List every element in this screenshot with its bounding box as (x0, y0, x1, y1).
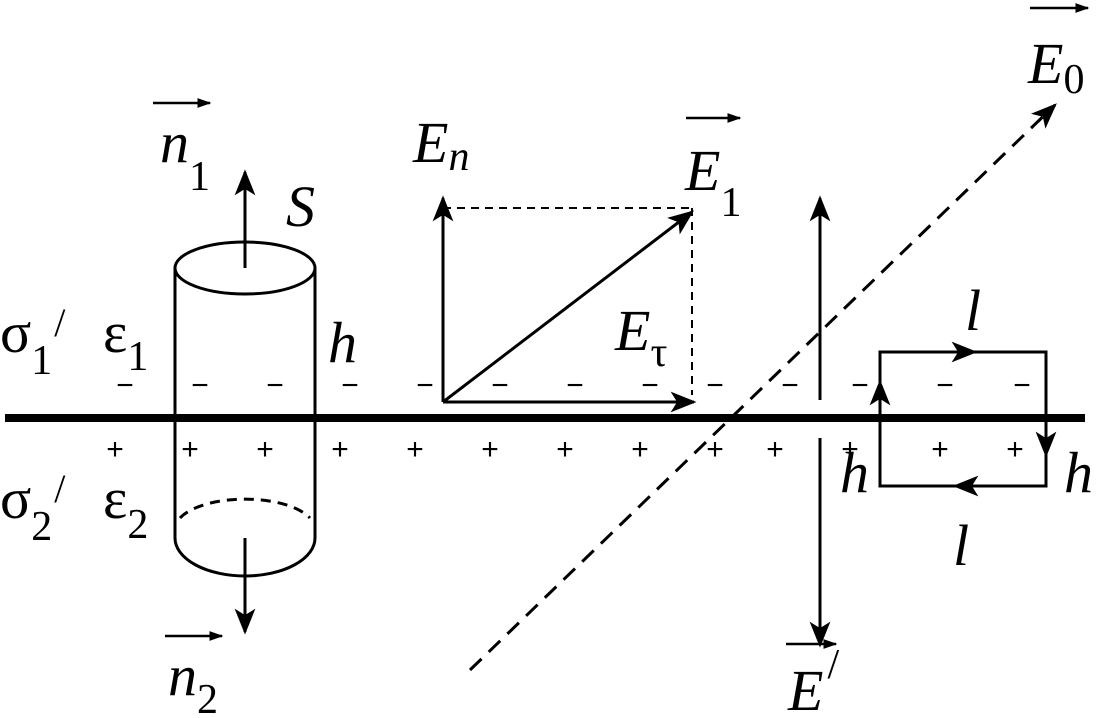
h-cylinder-label: h (328, 310, 357, 375)
plus-sign: + (331, 433, 349, 466)
circulation-loop (869, 341, 1057, 497)
plus-sign: + (406, 433, 424, 466)
plus-sign: + (631, 433, 649, 466)
Eprime-label: E/ (787, 642, 839, 718)
E1-label: E1 (684, 138, 741, 226)
E1-arrow (442, 210, 695, 404)
l-bottom-label: l (953, 513, 969, 578)
minus-sign: − (116, 369, 134, 402)
eps1-label: ε1 (103, 300, 148, 380)
minus-sign: − (781, 369, 799, 402)
plus-sign: + (181, 433, 199, 466)
plus-sign: + (1006, 433, 1024, 466)
plus-sign: + (706, 433, 724, 466)
sigma1-label: σ1/ (0, 300, 66, 384)
positive-charge-row: + + + + + + + + + + + + + (106, 433, 1024, 466)
minus-sign: − (416, 369, 434, 402)
h-loop-left-label: h (840, 440, 869, 505)
sigma2-label: σ2/ (0, 466, 66, 550)
l-top-label: l (965, 278, 981, 343)
plus-sign: + (256, 433, 274, 466)
minus-sign: − (566, 369, 584, 402)
eps2-label: ε2 (103, 466, 148, 548)
minus-sign: − (851, 369, 869, 402)
plus-sign: + (106, 433, 124, 466)
minus-sign: − (1013, 369, 1031, 402)
n2-label: n2 (168, 643, 218, 718)
En-label: En (412, 110, 469, 180)
n1-label: n1 (160, 110, 210, 200)
h-loop-right-label: h (1064, 440, 1093, 505)
Etau-label: Eτ (614, 298, 667, 376)
plus-sign: + (931, 433, 949, 466)
minus-sign: − (341, 369, 359, 402)
field-decomposition (432, 195, 697, 413)
plus-sign: + (481, 433, 499, 466)
negative-charge-row: −−−−−−−−−−−−− (116, 369, 1031, 402)
gaussian-cylinder (173, 169, 317, 635)
minus-sign: − (266, 369, 284, 402)
minus-sign: − (491, 369, 509, 402)
plus-sign: + (841, 433, 859, 466)
plus-sign: + (556, 433, 574, 466)
minus-sign: − (191, 369, 209, 402)
minus-sign: − (936, 369, 954, 402)
vector-bars (153, 3, 1090, 649)
minus-sign: − (706, 369, 724, 402)
plus-sign: + (766, 433, 784, 466)
E0-label: E0 (1027, 31, 1084, 103)
S-label: S (286, 174, 315, 239)
minus-sign: − (641, 369, 659, 402)
E0-dashed-arrow (468, 103, 1057, 672)
